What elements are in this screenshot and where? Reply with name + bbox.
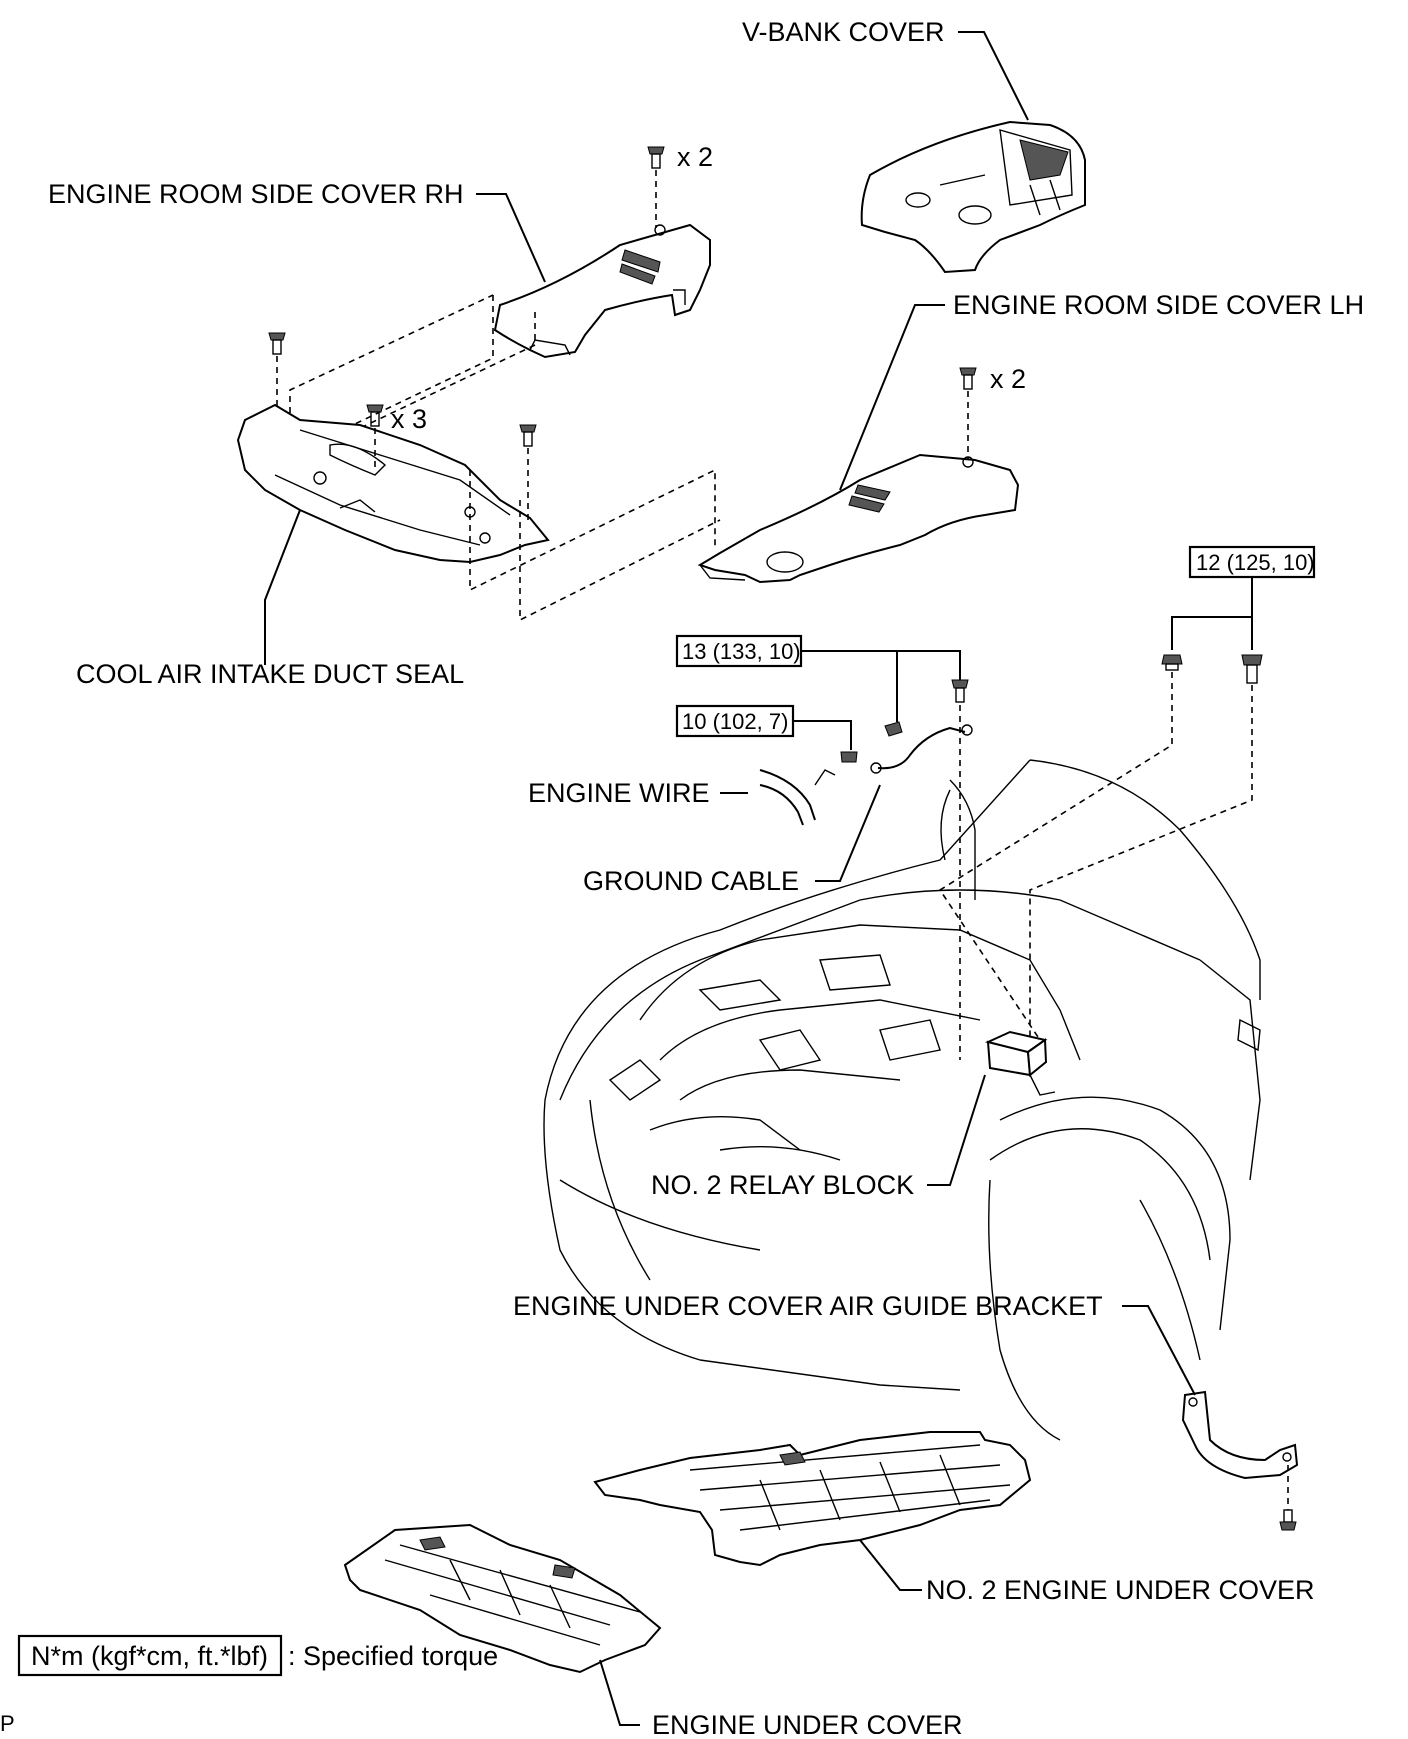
- engine-under-cover-part: [343, 1523, 662, 1674]
- relay-block-label: NO. 2 RELAY BLOCK: [651, 1170, 914, 1200]
- bolt-icon: [1279, 1509, 1297, 1531]
- nut-icon: [1161, 654, 1183, 671]
- legend-unit-text: N*m (kgf*cm, ft.*lbf): [31, 1641, 268, 1671]
- ground-cable-leader: [815, 784, 881, 882]
- torque-12-text: 12 (125, 10): [1196, 550, 1315, 575]
- engine-under-cover-label: ENGINE UNDER COVER: [652, 1710, 963, 1734]
- bolt-icon: [884, 721, 903, 737]
- relay-block-leader: [927, 1074, 986, 1186]
- side-cover-rh-leader: [476, 193, 546, 283]
- no2-under-cover-part: [593, 1431, 1032, 1567]
- side-cover-lh-leader: [839, 304, 945, 491]
- side-cover-lh-label: ENGINE ROOM SIDE COVER LH: [953, 290, 1364, 320]
- clip-icon: [959, 367, 977, 390]
- clip-icon: [519, 424, 537, 447]
- clip-icon: [366, 404, 384, 427]
- relay-block-part: [984, 1030, 1056, 1096]
- torque-10-text: 10 (102, 7): [682, 709, 788, 734]
- air-guide-bracket-label: ENGINE UNDER COVER AIR GUIDE BRACKET: [513, 1291, 1103, 1321]
- no2-under-cover-leader: [859, 1539, 922, 1591]
- air-guide-bracket-part: [1181, 1390, 1299, 1480]
- v-bank-cover-label: V-BANK COVER: [742, 17, 945, 47]
- ground-cable-label: GROUND CABLE: [583, 866, 799, 896]
- no2-under-cover-label: NO. 2 ENGINE UNDER COVER: [926, 1575, 1315, 1605]
- legend-unit-box: [17, 1634, 283, 1677]
- side-cover-rh-label: ENGINE ROOM SIDE COVER RH: [48, 179, 464, 209]
- air-guide-bracket-leader: [1122, 1305, 1196, 1396]
- torque-box-13: [675, 634, 803, 668]
- clip-icon: [268, 332, 286, 355]
- legend-meaning: : Specified torque: [288, 1641, 498, 1671]
- lh-align-dash-2: [519, 500, 721, 622]
- lh-clip-quantity: x 2: [990, 364, 1026, 394]
- side-cover-rh-part: [493, 223, 711, 359]
- bolt-dash-1: [938, 672, 1173, 1041]
- nut-icon: [840, 751, 858, 763]
- corner-mark: P: [0, 1711, 15, 1734]
- engine-wire-label: ENGINE WIRE: [528, 778, 710, 808]
- bolt-icon: [951, 679, 969, 703]
- lh-align-dash: [469, 468, 716, 592]
- side-cover-lh-part: [697, 453, 1020, 584]
- engine-under-cover-leader: [599, 1659, 640, 1726]
- duct-seal-label: COOL AIR INTAKE DUCT SEAL: [76, 659, 464, 689]
- v-bank-cover-part: [860, 120, 1086, 274]
- engine-wire-part-2: [759, 784, 804, 826]
- clip-icon: [647, 146, 665, 169]
- duct-seal-part: [236, 403, 550, 564]
- engine-wire-part: [759, 769, 816, 821]
- rh-clip-quantity: x 2: [677, 142, 713, 172]
- bolt-icon: [1241, 654, 1263, 684]
- torque-10-leader: [793, 720, 852, 750]
- bolt-dash-2: [1029, 685, 1253, 1040]
- torque-box-12: [1188, 545, 1316, 579]
- ground-cable-part: [877, 726, 966, 770]
- vehicle-front-outline: [543, 759, 1261, 1441]
- seal-clip-quantity: x 3: [391, 404, 427, 434]
- torque-13-leader: [801, 650, 961, 722]
- v-bank-leader: [958, 31, 1029, 121]
- torque-13-text: 13 (133, 10): [682, 639, 801, 664]
- torque-12-leader: [1171, 577, 1253, 650]
- rh-align-dash-2: [334, 312, 536, 441]
- duct-seal-leader: [264, 509, 301, 665]
